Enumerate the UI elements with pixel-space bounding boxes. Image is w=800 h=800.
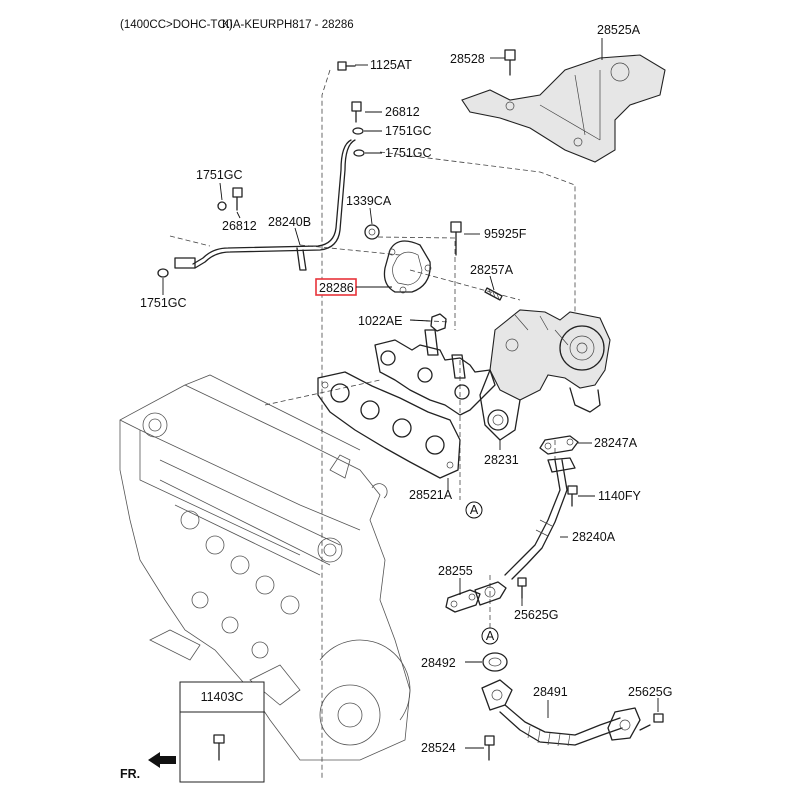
label-28524[interactable]: 28524: [421, 741, 456, 755]
heat-shield-part[interactable]: [461, 54, 666, 163]
washer-1751GC-bottom[interactable]: [157, 268, 169, 278]
front-label: FR.: [120, 767, 140, 781]
manifold-gasket-28521A[interactable]: [317, 371, 461, 479]
label-1022AE[interactable]: 1022AE: [358, 314, 402, 328]
label-28231[interactable]: 28231: [484, 453, 519, 467]
bolt-28524[interactable]: [484, 735, 495, 761]
stud-28257A[interactable]: [484, 287, 503, 301]
label-1751GC-left[interactable]: 1751GC: [196, 168, 243, 182]
label-28257A[interactable]: 28257A: [470, 263, 514, 277]
turbocharger-28231[interactable]: [479, 309, 611, 441]
nut-1339CA[interactable]: [364, 224, 380, 240]
label-25625G-b[interactable]: 25625G: [628, 685, 672, 699]
washer-1751GC-left[interactable]: [217, 201, 227, 211]
bolt-95925F[interactable]: [450, 221, 462, 256]
bolt-28528[interactable]: [504, 49, 516, 76]
label-28521A[interactable]: 28521A: [409, 488, 453, 502]
exhaust-manifold[interactable]: [374, 329, 496, 416]
label-26812-top[interactable]: 26812: [385, 105, 420, 119]
washer-1751GC-b[interactable]: [353, 149, 365, 157]
label-28492[interactable]: 28492: [421, 656, 456, 670]
bolt-1140FY[interactable]: [567, 485, 578, 507]
ref-circle-a1: [465, 501, 483, 519]
washer-1751GC-a[interactable]: [352, 127, 364, 135]
label-1339CA[interactable]: 1339CA: [346, 194, 392, 208]
label-28528[interactable]: 28528: [450, 52, 485, 66]
label-28491[interactable]: 28491: [533, 685, 568, 699]
label-28255[interactable]: 28255: [438, 564, 473, 578]
bolt-26812-top[interactable]: [351, 101, 362, 123]
engine-block: [119, 374, 411, 761]
label-28240B[interactable]: 28240B: [268, 215, 311, 229]
bolt-25625G-a[interactable]: [517, 577, 527, 599]
nut-1022AE[interactable]: [430, 313, 447, 332]
label-1140FY[interactable]: 1140FY: [598, 489, 642, 503]
label-25625G-a[interactable]: 25625G: [514, 608, 558, 622]
label-1751GC-b[interactable]: 1751GC: [385, 146, 432, 160]
ref-a2-text: A: [486, 629, 495, 643]
bolt-26812-left[interactable]: [232, 187, 243, 211]
header-title: (1400CC>DOHC-TCI): [120, 19, 233, 31]
label-28286[interactable]: 28286: [319, 281, 354, 295]
label-28525A[interactable]: 28525A: [597, 23, 641, 37]
front-arrow-icon: [148, 752, 176, 768]
header-ref: KIA-KEURPH817 - 28286: [222, 19, 354, 31]
oil-return-pipe-28240A[interactable]: [504, 457, 576, 580]
oil-feed-pipe-28240B[interactable]: [174, 139, 356, 271]
label-28247A[interactable]: 28247A: [594, 436, 638, 450]
drain-hose-28491[interactable]: [481, 679, 641, 747]
ref-a1-text: A: [470, 503, 479, 517]
label-1751GC-a[interactable]: 1751GC: [385, 124, 432, 138]
clamp-28492[interactable]: [482, 652, 508, 672]
inset-part-label: 11403C: [201, 690, 244, 704]
bolt-25625G-b[interactable]: [639, 713, 664, 731]
gasket-28286[interactable]: [383, 240, 432, 294]
bolt-1125AT[interactable]: [337, 61, 356, 71]
ref-circle-a2: [481, 627, 499, 645]
gasket-28247A[interactable]: [539, 435, 579, 455]
gasket-28255[interactable]: [445, 581, 507, 613]
label-26812-left[interactable]: 26812: [222, 219, 257, 233]
inset-box: [179, 681, 265, 783]
label-1751GC-bottom[interactable]: 1751GC: [140, 296, 187, 310]
label-1125AT[interactable]: 1125AT: [370, 58, 412, 72]
label-28240A[interactable]: 28240A: [572, 530, 616, 544]
label-95925F[interactable]: 95925F: [484, 227, 527, 241]
